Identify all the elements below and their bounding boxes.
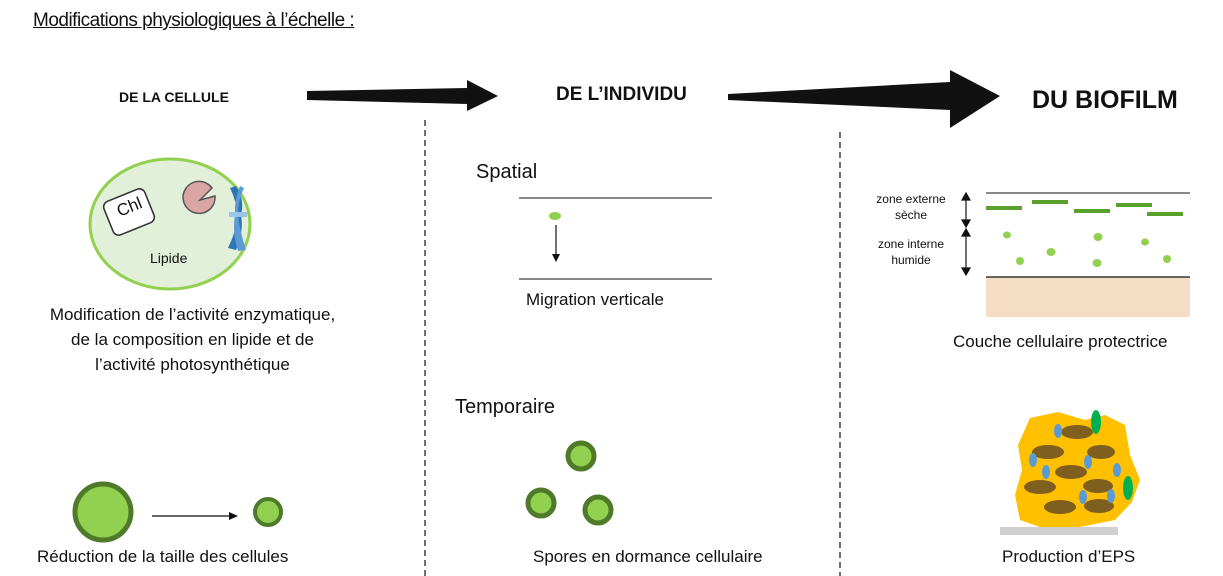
arrow-individual-to-biofilm (728, 70, 1000, 128)
arrow-cell-to-individual (307, 80, 498, 111)
eps-blue-cells (1029, 424, 1121, 504)
eps-caption: Production d’EPS (1002, 547, 1136, 566)
inner-zone-cells (1003, 231, 1171, 267)
scale-heading-biofilm: DU BIOFILM (1032, 86, 1178, 114)
outer-zone-label: zone externe sèche (866, 191, 956, 223)
eps-brown-cells (1024, 425, 1115, 514)
chromosome-icon (228, 186, 247, 251)
inner-zone-line: zone interne (877, 237, 945, 251)
cell-modification-line: l’activité photosynthétique (95, 355, 290, 374)
temporal-label: Temporaire (455, 396, 556, 418)
migration-arrow-head (552, 254, 560, 262)
lipid-label: Lipide (150, 250, 188, 266)
inner-zone-line: humide (891, 253, 931, 267)
outer-zone-line: zone externe (876, 192, 946, 206)
spatial-label: Spatial (476, 161, 538, 183)
small-cell (253, 497, 283, 527)
size-reduction-caption: Réduction de la taille des cellules (37, 547, 289, 566)
reduction-arrow-head (229, 512, 238, 520)
spores-caption: Spores en dormance cellulaire (533, 547, 763, 566)
scale-heading-individual: DE L’INDIVIDU (556, 84, 687, 105)
protective-layer-caption: Couche cellulaire protectrice (953, 332, 1168, 351)
enzyme-icon (182, 180, 216, 215)
vertical-migration-caption: Migration verticale (526, 290, 664, 309)
inner-zone-label: zone interne humide (866, 236, 956, 268)
outer-zone-line: sèche (894, 208, 928, 222)
migrating-cell (549, 212, 561, 220)
spore (565, 440, 597, 472)
eps-substrate (1000, 527, 1118, 535)
page-title: Modifications physiologiques à l’échelle… (33, 10, 355, 31)
large-cell (72, 481, 134, 543)
chlorophyll-box (102, 188, 156, 236)
cell-modification-line: de la composition en lipide et de (71, 330, 314, 349)
scale-heading-cell: DE LA CELLULE (119, 89, 229, 105)
cell-modification-caption: Modification de l’activité enzymatique, … (0, 302, 385, 377)
eps-green-cells (1091, 410, 1133, 500)
outer-zone-cells (986, 200, 1183, 216)
spore (582, 494, 614, 526)
zone-arrows (960, 191, 972, 277)
spore (525, 487, 557, 519)
sediment (986, 277, 1190, 317)
cell-modification-line: Modification de l’activité enzymatique, (49, 305, 336, 324)
